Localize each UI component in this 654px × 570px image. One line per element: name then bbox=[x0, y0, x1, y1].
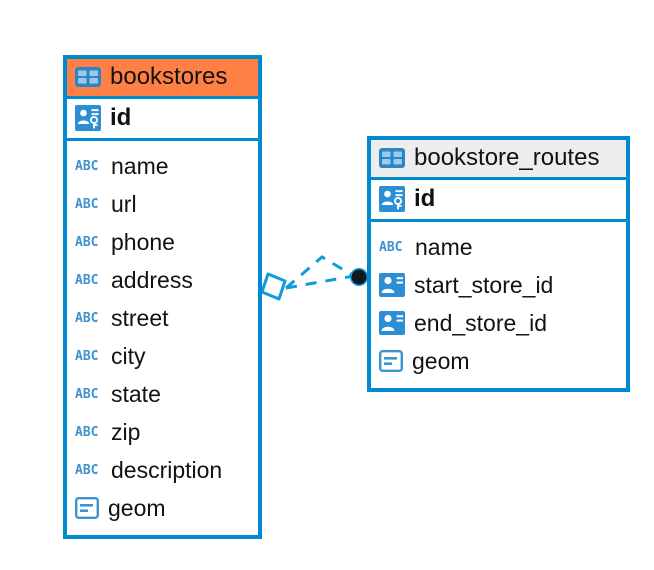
entity-title: bookstore_routes bbox=[414, 144, 600, 171]
geometry-type-icon bbox=[379, 350, 403, 372]
primary-key-label: id bbox=[414, 185, 436, 212]
field-label: state bbox=[111, 380, 161, 407]
relationship-line-lower bbox=[285, 274, 355, 290]
entity-field-list: ABC name ABC url ABC phone ABC address A… bbox=[67, 141, 258, 535]
text-type-icon: ABC bbox=[75, 386, 99, 402]
field-label: street bbox=[111, 304, 169, 331]
text-type-icon: ABC bbox=[379, 239, 403, 255]
field-label: end_store_id bbox=[414, 309, 547, 336]
text-type-icon: ABC bbox=[75, 424, 99, 440]
entity-field-phone[interactable]: ABC phone bbox=[75, 223, 250, 261]
entity-field-id[interactable]: id bbox=[371, 177, 626, 222]
entity-field-geom[interactable]: geom bbox=[379, 342, 618, 380]
geometry-type-icon bbox=[75, 497, 99, 519]
field-label: name bbox=[111, 152, 169, 179]
entity-header-bookstores[interactable]: bookstores bbox=[67, 59, 258, 96]
primary-key-icon bbox=[75, 105, 101, 131]
foreign-key-icon bbox=[379, 273, 405, 297]
primary-key-label: id bbox=[110, 104, 132, 131]
entity-field-state[interactable]: ABC state bbox=[75, 375, 250, 413]
field-label: address bbox=[111, 266, 193, 293]
filled-circle-one-icon bbox=[350, 268, 368, 286]
text-type-icon: ABC bbox=[75, 462, 99, 478]
field-label: description bbox=[111, 456, 223, 483]
field-label: geom bbox=[108, 494, 166, 521]
entity-field-address[interactable]: ABC address bbox=[75, 261, 250, 299]
text-type-icon: ABC bbox=[75, 196, 99, 212]
relationship-line-upper bbox=[285, 255, 355, 290]
entity-field-start-store-id[interactable]: start_store_id bbox=[379, 266, 618, 304]
entity-table-bookstore-routes[interactable]: bookstore_routes id ABC name bbox=[367, 136, 630, 392]
entity-field-end-store-id[interactable]: end_store_id bbox=[379, 304, 618, 342]
text-type-icon: ABC bbox=[75, 158, 99, 174]
entity-field-id[interactable]: id bbox=[67, 96, 258, 141]
entity-header-bookstore-routes[interactable]: bookstore_routes bbox=[371, 140, 626, 177]
table-icon bbox=[379, 148, 405, 168]
table-icon bbox=[75, 67, 101, 87]
entity-field-zip[interactable]: ABC zip bbox=[75, 413, 250, 451]
text-type-icon: ABC bbox=[75, 234, 99, 250]
field-label: name bbox=[415, 233, 473, 260]
entity-field-geom[interactable]: geom bbox=[75, 489, 250, 527]
field-label: start_store_id bbox=[414, 271, 554, 298]
foreign-key-icon bbox=[379, 311, 405, 335]
entity-field-name[interactable]: ABC name bbox=[75, 147, 250, 185]
entity-field-street[interactable]: ABC street bbox=[75, 299, 250, 337]
field-label: geom bbox=[412, 347, 470, 374]
text-type-icon: ABC bbox=[75, 310, 99, 326]
field-label: url bbox=[111, 190, 137, 217]
entity-field-name[interactable]: ABC name bbox=[379, 228, 618, 266]
text-type-icon: ABC bbox=[75, 272, 99, 288]
text-type-icon: ABC bbox=[75, 348, 99, 364]
entity-field-url[interactable]: ABC url bbox=[75, 185, 250, 223]
entity-field-description[interactable]: ABC description bbox=[75, 451, 250, 489]
primary-key-icon bbox=[379, 186, 405, 212]
entity-field-list: ABC name start_store_id bbox=[371, 222, 626, 388]
entity-table-bookstores[interactable]: bookstores id ABC name bbox=[63, 55, 262, 539]
field-label: phone bbox=[111, 228, 175, 255]
entity-field-city[interactable]: ABC city bbox=[75, 337, 250, 375]
entity-title: bookstores bbox=[110, 63, 228, 90]
field-label: city bbox=[111, 342, 146, 369]
crows-foot-many-icon bbox=[260, 272, 287, 301]
field-label: zip bbox=[111, 418, 141, 445]
